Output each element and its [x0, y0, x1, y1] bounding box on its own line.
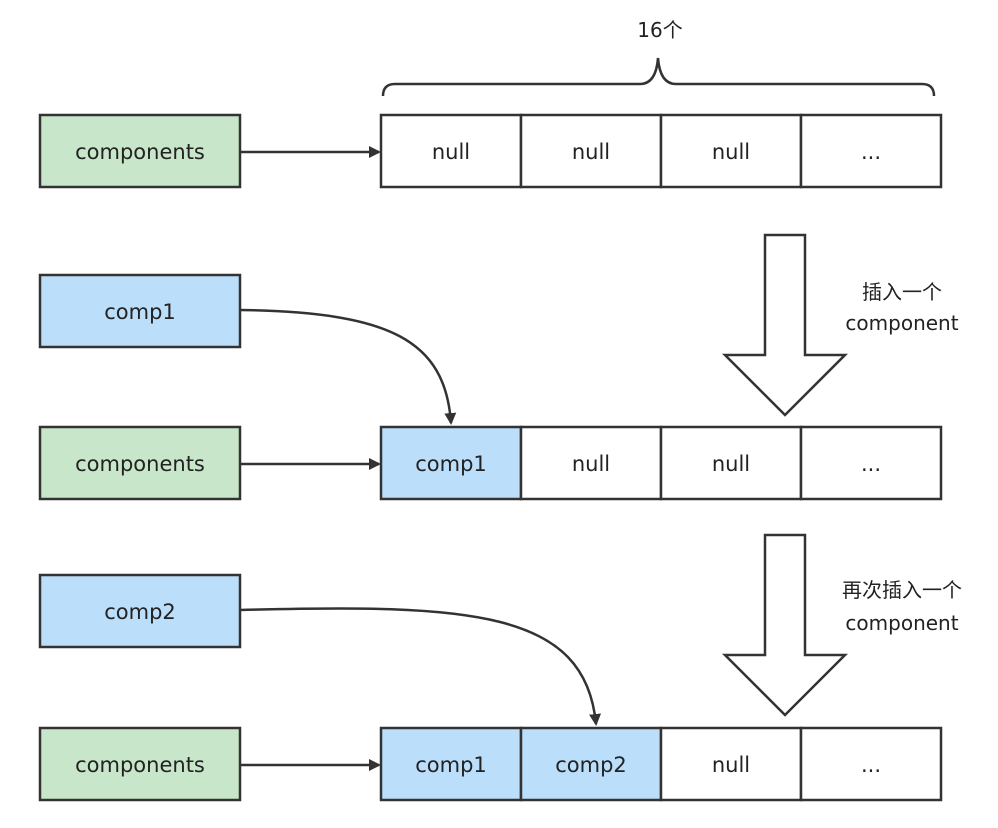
step-1: components null null null ...: [38, 113, 943, 189]
components-label: components: [75, 452, 205, 476]
comp1-box: [38, 273, 242, 349]
array-cell: [519, 425, 663, 501]
array-cell-label: ...: [861, 140, 881, 164]
array-cell-label: comp1: [415, 452, 487, 476]
array-cell: [659, 425, 803, 501]
array-cell-label: comp1: [415, 753, 487, 777]
transition-label-line1: 插入一个: [862, 280, 942, 304]
transition-label-line1: 再次插入一个: [842, 578, 962, 602]
comp2-box: [38, 573, 242, 649]
array-cell: [799, 113, 943, 189]
components-box: [38, 425, 242, 501]
array-cell-label: null: [712, 452, 750, 476]
array-cell: [379, 113, 523, 189]
array-cell: [379, 425, 523, 501]
array-cell-label: null: [712, 753, 750, 777]
array-cell: [799, 726, 943, 802]
array-cell-label: null: [572, 140, 610, 164]
array: null null null ...: [379, 113, 943, 189]
components-label: components: [75, 140, 205, 164]
step-3: comp2 components comp1 comp2 null ...: [38, 573, 943, 802]
array: comp1 null null ...: [379, 425, 943, 501]
components-label: components: [75, 753, 205, 777]
transition-1: 插入一个 component: [721, 233, 959, 417]
array-cell: [799, 425, 943, 501]
array-cell-label: comp2: [555, 753, 627, 777]
step-2: comp1 components comp1 null null ...: [38, 273, 943, 501]
array-cell-label: null: [432, 140, 470, 164]
components-box: [38, 113, 242, 189]
comp1-label: comp1: [104, 300, 176, 324]
transition-2: 再次插入一个 component: [721, 533, 962, 717]
array-size-brace: [381, 57, 936, 97]
down-arrow-icon: [721, 533, 849, 717]
array-cell-label: ...: [861, 753, 881, 777]
array: comp1 comp2 null ...: [379, 726, 943, 802]
array-cell: [519, 113, 663, 189]
array-cell-label: null: [572, 452, 610, 476]
comp2-label: comp2: [104, 600, 176, 624]
insert-arrow: [239, 607, 602, 726]
array-size-label: 16个: [637, 18, 682, 42]
array-cell-label: ...: [861, 452, 881, 476]
transition-label-line2: component: [845, 311, 958, 335]
insert-arrow: [239, 308, 457, 425]
array-cell-label: null: [712, 140, 750, 164]
down-arrow-icon: [721, 233, 849, 417]
transition-label-line2: component: [845, 611, 958, 635]
